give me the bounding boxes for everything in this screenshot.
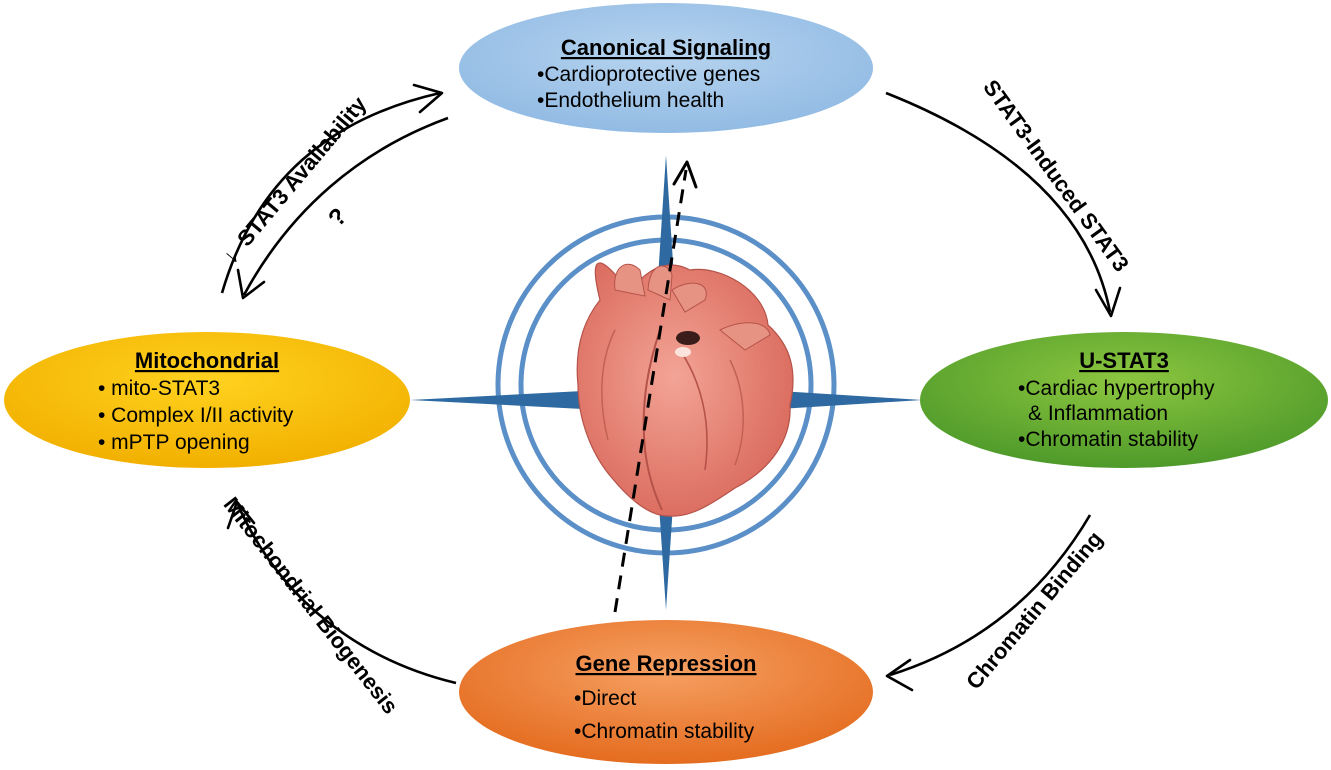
node-canonical-item-1: •Cardioprotective genes xyxy=(537,63,760,86)
node-ustat3-title: U-STAT3 xyxy=(1079,348,1169,373)
edge-question-mark: ? xyxy=(323,203,352,232)
node-mitochondrial: Mitochondrial • mito-STAT3 • Complex I/I… xyxy=(4,332,410,468)
node-mitochondrial-item-1: • mito-STAT3 xyxy=(98,377,220,400)
node-mitochondrial-item-2: • Complex I/II activity xyxy=(98,404,294,427)
edge-stat3-induced-label: STAT3-Induced STAT3 xyxy=(978,75,1134,276)
node-gene-repression-item-2: •Chromatin stability xyxy=(574,720,755,743)
edge-stat3-availability: ↓ STAT3 Availability ? xyxy=(217,83,449,300)
edge-stat3-availability-label: ↓ STAT3 Availability xyxy=(217,91,372,269)
node-gene-repression-item-1: •Direct xyxy=(574,687,636,710)
edge-chromatin-binding-label: Chromatin Binding xyxy=(961,526,1107,694)
node-mitochondrial-title: Mitochondrial xyxy=(135,348,279,373)
edge-stat3-induced: STAT3-Induced STAT3 xyxy=(885,75,1134,318)
edge-mitochondrial-biogenesis-label: Mitochondrial Biogenesis xyxy=(219,492,404,718)
node-canonical-item-2: •Endothelium health xyxy=(537,89,724,112)
node-ustat3-item-2: & Inflammation xyxy=(1028,402,1168,425)
edge-mitochondrial-biogenesis: Mitochondrial Biogenesis xyxy=(219,492,457,719)
dashed-arrow xyxy=(613,160,698,613)
heart-illustration xyxy=(576,262,794,517)
edge-chromatin-binding: Chromatin Binding xyxy=(885,514,1107,694)
node-ustat3-item-3: •Chromatin stability xyxy=(1018,428,1199,451)
node-mitochondrial-item-3: • mPTP opening xyxy=(98,431,250,454)
node-ustat3-item-1: •Cardiac hypertrophy xyxy=(1018,377,1215,400)
node-canonical-signaling: Canonical Signaling •Cardioprotective ge… xyxy=(459,3,873,133)
node-canonical-title: Canonical Signaling xyxy=(561,35,771,60)
node-gene-repression-title: Gene Repression xyxy=(576,651,757,676)
node-u-stat3: U-STAT3 •Cardiac hypertrophy & Inflammat… xyxy=(920,332,1328,468)
node-gene-repression: Gene Repression •Direct •Chromatin stabi… xyxy=(459,620,873,764)
